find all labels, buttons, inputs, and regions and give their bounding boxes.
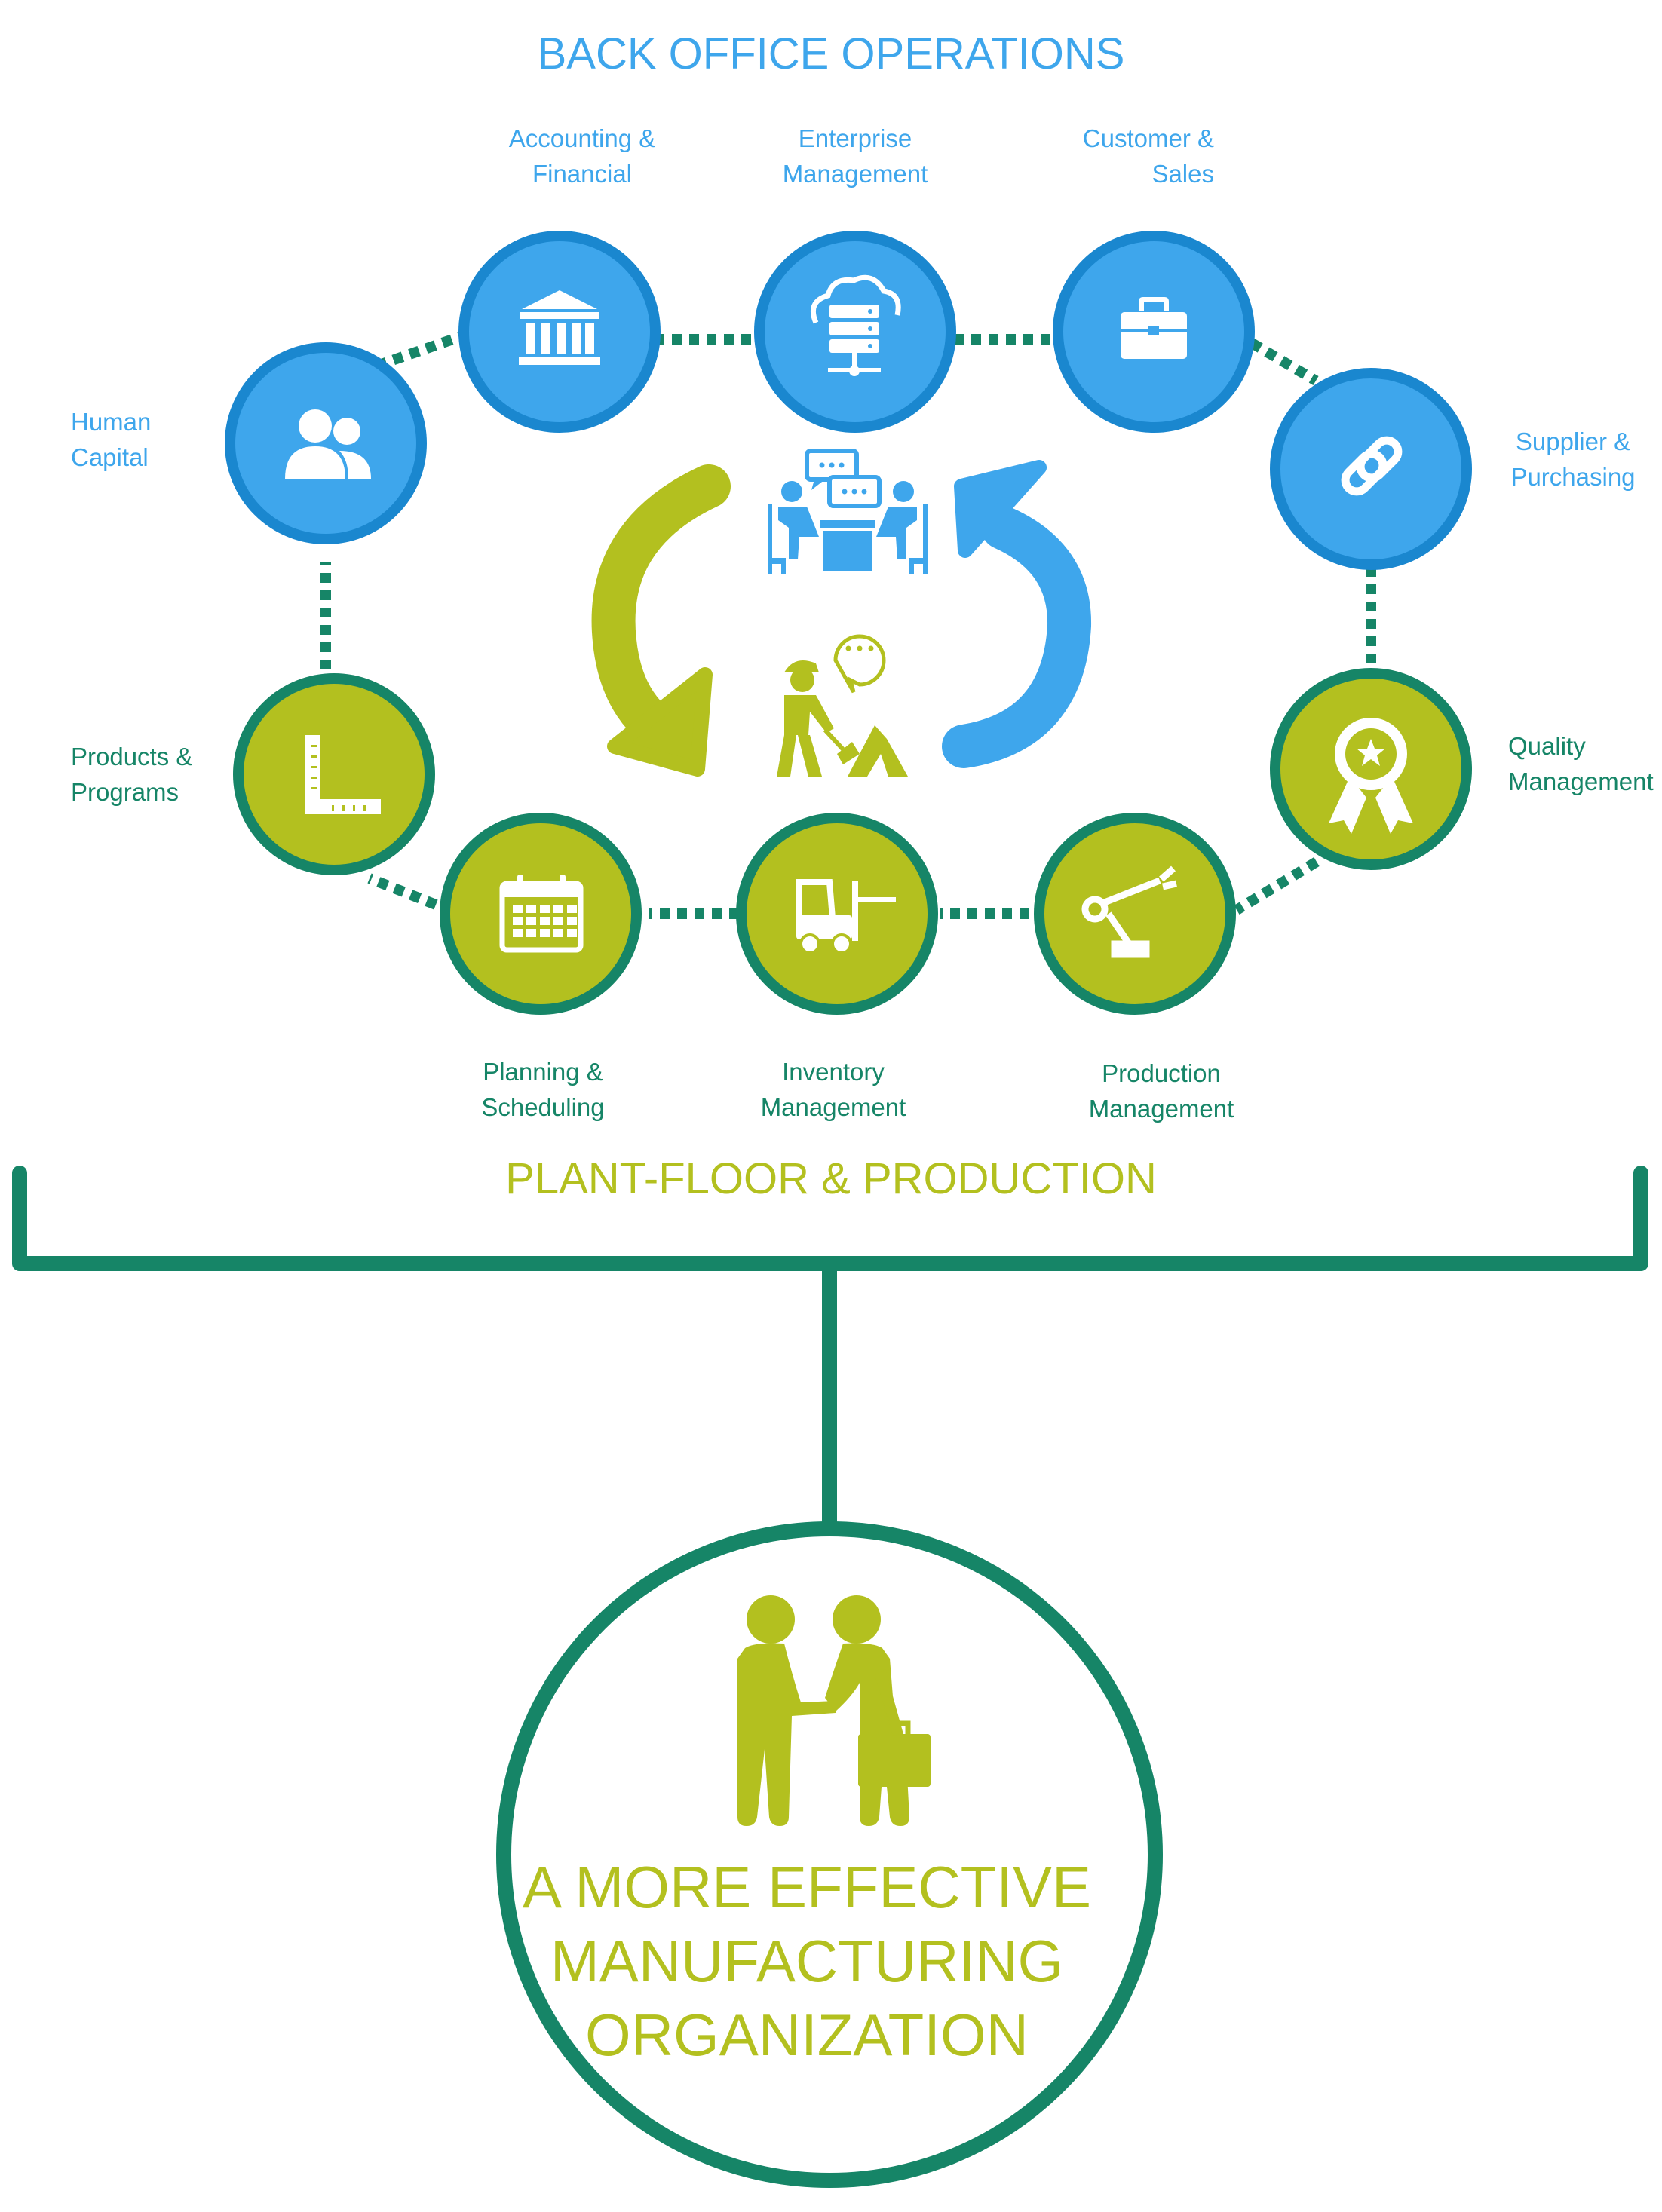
robot-arm-icon xyxy=(1081,865,1177,958)
curved-arrow-up-icon xyxy=(942,460,1092,768)
calendar-icon xyxy=(499,875,584,953)
label-products-programs: Products &Programs xyxy=(71,743,193,806)
cloud-server-icon xyxy=(811,274,901,376)
worker-shovel-icon xyxy=(777,634,908,777)
node-supplier-purchasing[interactable] xyxy=(1270,368,1472,570)
bank-icon xyxy=(519,290,600,365)
connector-quality-production xyxy=(1234,857,1320,915)
plant-floor-title: PLANT-FLOOR & PRODUCTION xyxy=(505,1154,1157,1203)
meeting-chat-icon xyxy=(768,449,928,574)
handshake-icon xyxy=(737,1595,931,1826)
node-quality-management[interactable] xyxy=(1270,668,1472,870)
bracket xyxy=(12,1166,1648,1542)
label-customer-sales: Customer &Sales xyxy=(1082,124,1214,188)
connectors xyxy=(320,330,1376,919)
outcome-circle xyxy=(496,1521,1163,2188)
node-planning-scheduling[interactable] xyxy=(440,813,642,1015)
label-accounting-financial: Accounting &Financial xyxy=(508,124,656,188)
connector-human-accounting xyxy=(375,330,466,371)
connector-planning-products xyxy=(367,873,438,910)
outcome-text: A MORE EFFECTIVE MANUFACTURING ORGANIZAT… xyxy=(522,1854,1092,2068)
chain-link-icon xyxy=(1341,436,1403,496)
label-planning-scheduling: Planning &Scheduling xyxy=(481,1058,605,1121)
label-supplier-purchasing: Supplier &Purchasing xyxy=(1510,427,1636,491)
node-production-management[interactable] xyxy=(1034,813,1236,1015)
connector-customer-supplier xyxy=(1249,338,1319,386)
curved-arrow-down-icon xyxy=(591,464,731,777)
forklift-icon xyxy=(796,879,896,954)
node-customer-sales[interactable] xyxy=(1053,231,1255,433)
back-office-title: BACK OFFICE OPERATIONS xyxy=(537,29,1125,78)
briefcase-icon xyxy=(1121,297,1187,359)
square-ruler-icon xyxy=(305,735,381,814)
node-enterprise-management[interactable] xyxy=(754,231,956,433)
users-icon xyxy=(285,409,371,479)
award-ribbon-icon xyxy=(1329,718,1413,834)
node-accounting-financial[interactable] xyxy=(458,231,661,433)
node-human-capital[interactable] xyxy=(225,342,427,544)
node-products-programs[interactable] xyxy=(233,673,435,875)
node-inventory-management[interactable] xyxy=(736,813,938,1015)
